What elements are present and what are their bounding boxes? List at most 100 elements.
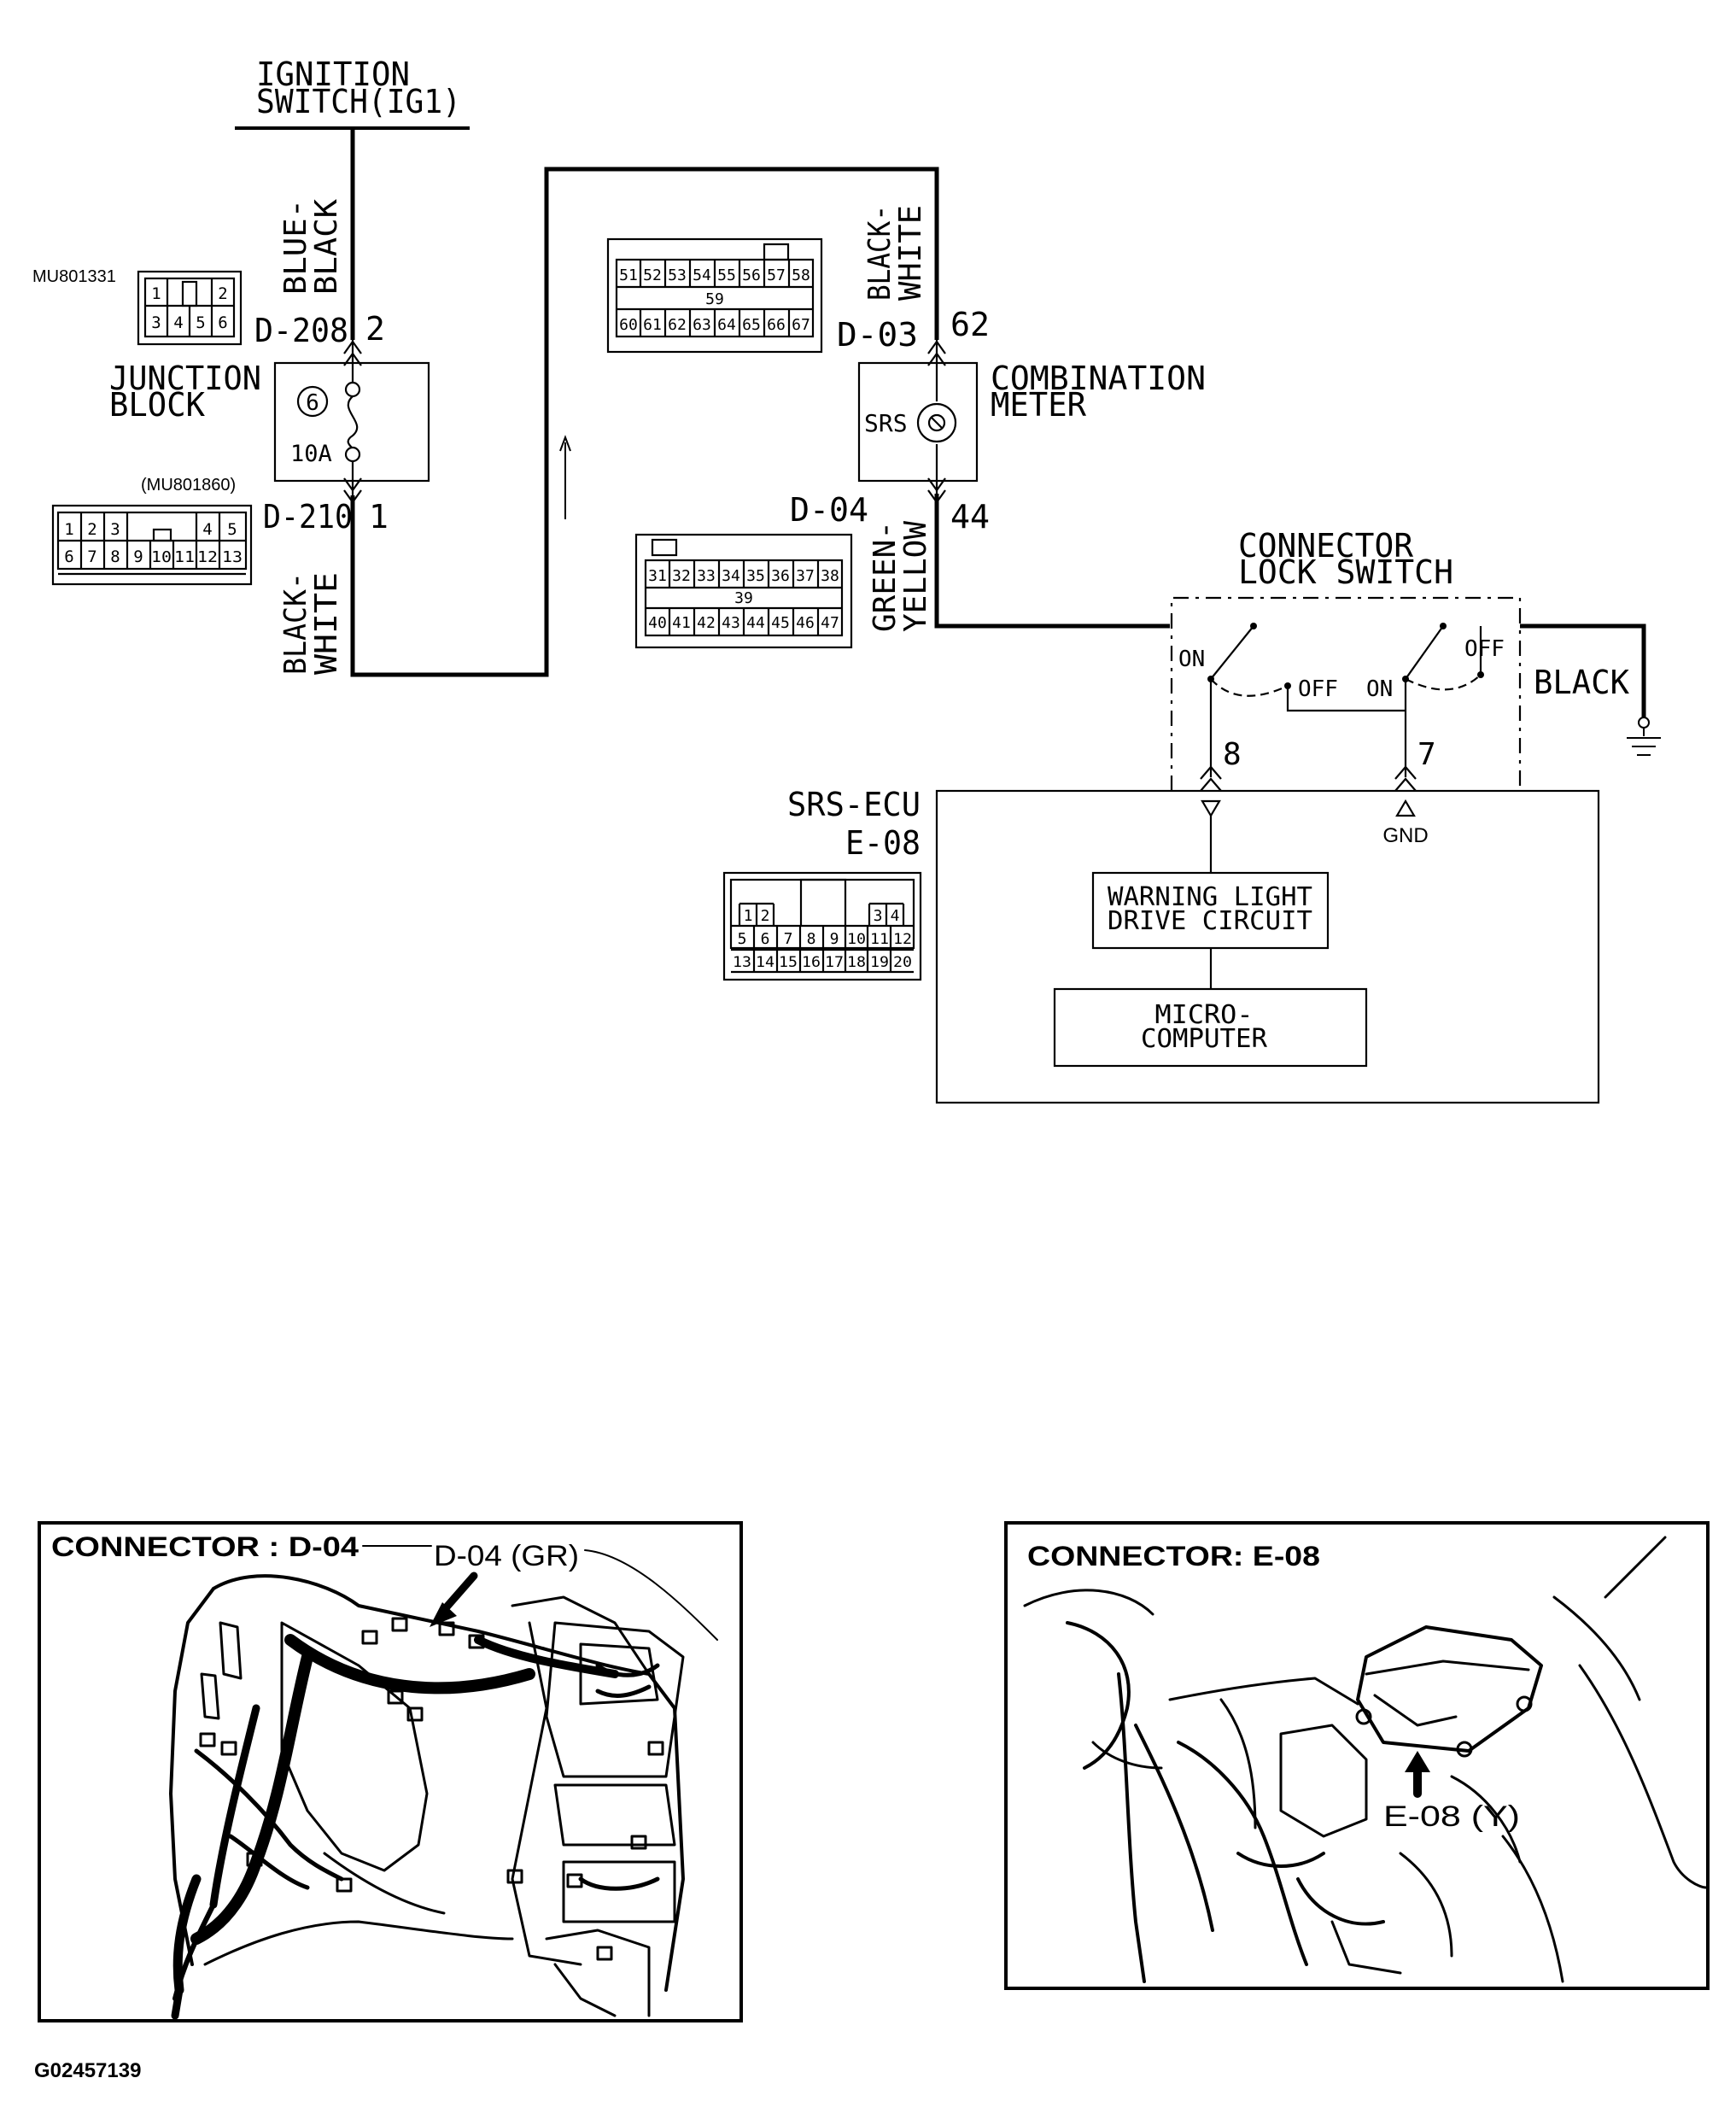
svg-text:34: 34 (722, 567, 740, 585)
svg-text:3: 3 (110, 520, 120, 539)
svg-text:54: 54 (693, 266, 711, 284)
svg-text:BLUE-: BLUE- (278, 199, 313, 295)
pin-8-terminal-icon (1201, 799, 1221, 818)
left-switch-blade (1210, 625, 1254, 680)
main-wires (350, 128, 1646, 717)
srs-warning-lamp-icon (916, 402, 957, 443)
pin-62-label: 62 (950, 306, 990, 343)
figure-id: G02457139 (34, 2059, 141, 2082)
svg-text:13: 13 (733, 954, 751, 971)
srs-ecu-box (935, 789, 1600, 1104)
svg-text:16: 16 (802, 954, 821, 971)
connector-symbol-d210 (343, 477, 362, 504)
svg-text:35: 35 (746, 567, 765, 585)
connector-face-d04: 31 32 33 34 35 36 37 38 39 40 41 42 43 4… (634, 533, 853, 649)
wire-meter-to-lockswitch (934, 494, 1170, 629)
wire-fuse-to-meter (350, 167, 939, 677)
svg-text:13: 13 (222, 548, 243, 566)
svg-text:65: 65 (742, 316, 761, 334)
srs-ecu-name: SRS-ECU (787, 786, 921, 823)
svg-text:14: 14 (756, 954, 774, 971)
svg-text:33: 33 (697, 567, 716, 585)
panel-d04-title: CONNECTOR : D-04 (51, 1531, 359, 1562)
panel-e08-title: CONNECTOR: E-08 (1027, 1541, 1320, 1572)
connector-face-mu801331: MU801331 1 2 3 4 5 6 (32, 267, 243, 346)
wire-lockswitch-to-ground (1520, 623, 1646, 717)
junction-block: 6 10A JUNCTION BLOCK D-208 2 D-210 1 (109, 310, 430, 536)
svg-text:43: 43 (722, 614, 740, 632)
pin-2-label: 2 (365, 310, 385, 348)
svg-text:11: 11 (870, 931, 889, 948)
svg-text:7: 7 (784, 930, 793, 948)
switch-bridge-wire (1286, 686, 1406, 712)
svg-text:62: 62 (668, 316, 687, 334)
svg-text:32: 32 (672, 567, 691, 585)
svg-text:BLACK: BLACK (309, 199, 344, 295)
svg-text:42: 42 (697, 614, 716, 632)
ignition-label-line1: IGNITION (256, 56, 410, 93)
svg-text:WHITE: WHITE (893, 205, 928, 301)
right-switch-on: ON (1366, 676, 1393, 702)
svg-text:63: 63 (693, 316, 711, 334)
dashboard-wiring-illustration (169, 1572, 685, 2020)
connector-d03-label: D-03 (837, 316, 918, 354)
lock-switch-title-line1: CONNECTOR (1238, 527, 1413, 565)
svg-text:36: 36 (771, 567, 790, 585)
svg-text:7: 7 (87, 547, 96, 566)
svg-text:6: 6 (64, 547, 73, 566)
svg-text:17: 17 (825, 954, 844, 971)
pin-7-terminal-icon (1395, 799, 1416, 817)
srs-lamp-label: SRS (864, 409, 908, 437)
svg-text:4: 4 (173, 313, 183, 332)
srs-ecu: SRS-ECU E-08 GND WARNING LIGHT DRIVE CIR… (787, 786, 1600, 1104)
fuse-rating: 10A (290, 441, 332, 467)
svg-text:51: 51 (619, 266, 638, 284)
svg-text:10: 10 (151, 548, 172, 566)
panel-e08-frame (1004, 1521, 1710, 1990)
fuse-number: 6 (306, 390, 319, 416)
svg-text:38: 38 (821, 567, 839, 585)
pin-8-label: 8 (1223, 737, 1242, 772)
svg-text:20: 20 (893, 954, 912, 971)
svg-text:9: 9 (133, 547, 143, 566)
fuse-terminal-bottom (344, 446, 361, 463)
ignition-switch: IGNITION SWITCH(IG1) (235, 56, 470, 130)
svg-text:8: 8 (110, 547, 120, 566)
panel-d04-frame (38, 1521, 743, 2022)
junction-block-name-line2: BLOCK (109, 386, 205, 424)
svg-text:46: 46 (796, 614, 815, 632)
connector-lock-switch: CONNECTOR LOCK SWITCH ON OFF ON OFF 8 7 (1170, 527, 1522, 792)
svg-text:37: 37 (796, 567, 815, 585)
fuse-element (347, 395, 359, 454)
micro-line1: MICRO- (1155, 1000, 1254, 1030)
fuse-terminal-top (344, 381, 361, 398)
connector-symbol-d03 (927, 340, 946, 366)
svg-text:6: 6 (218, 313, 227, 332)
warning-circuit-line2: DRIVE CIRCUIT (1108, 906, 1312, 936)
combination-meter: SRS COMBINATION METER D-03 62 D-04 44 (790, 306, 1206, 536)
svg-text:5: 5 (196, 313, 205, 332)
svg-text:56: 56 (742, 266, 761, 284)
left-switch-on: ON (1178, 647, 1205, 672)
wire-color-green-yellow: GREEN- YELLOW (868, 521, 933, 632)
connector-face-mu801860: (MU801860) 1 2 3 4 5 6 7 8 9 10 11 12 13 (51, 476, 253, 586)
combination-meter-box (857, 361, 979, 483)
svg-text:41: 41 (672, 614, 691, 632)
svg-text:9: 9 (830, 930, 839, 948)
svg-text:45: 45 (771, 614, 790, 632)
svg-text:WHITE: WHITE (309, 572, 344, 675)
svg-text:64: 64 (717, 316, 736, 334)
connector-face-e08: 1 2 3 4 5 6 7 8 9 10 11 12 13 14 15 16 1… (722, 871, 922, 981)
svg-text:BLACK-: BLACK- (862, 205, 897, 301)
svg-text:15: 15 (779, 954, 798, 971)
connector-code-mu801331: MU801331 (32, 267, 116, 286)
svg-text:6: 6 (761, 930, 770, 948)
svg-text:12: 12 (197, 548, 218, 566)
junction-block-name-line1: JUNCTION (109, 360, 261, 397)
location-panel-d04: CONNECTOR : D-04 D-04 (GR) (38, 1521, 743, 2022)
svg-text:3: 3 (874, 907, 883, 925)
lock-switch-title-line2: LOCK SWITCH (1238, 553, 1453, 591)
svg-text:4: 4 (202, 520, 212, 539)
svg-text:10: 10 (847, 931, 866, 948)
